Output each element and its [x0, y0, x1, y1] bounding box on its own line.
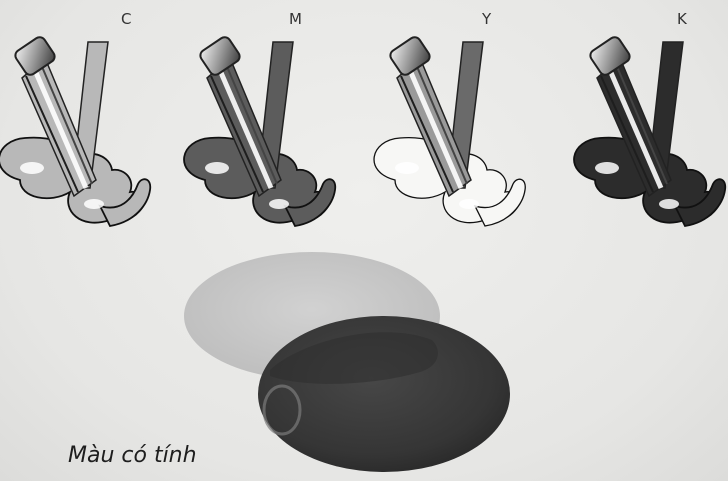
magenta-ink-tube-icon — [184, 35, 335, 226]
caption: Màu có tính — [68, 443, 197, 468]
black-ink-tube-icon — [574, 35, 725, 226]
color-overlap-ellipses — [184, 252, 510, 472]
cyan-ink-tube-icon — [0, 35, 150, 226]
yellow-ink-tube-icon — [374, 35, 525, 226]
